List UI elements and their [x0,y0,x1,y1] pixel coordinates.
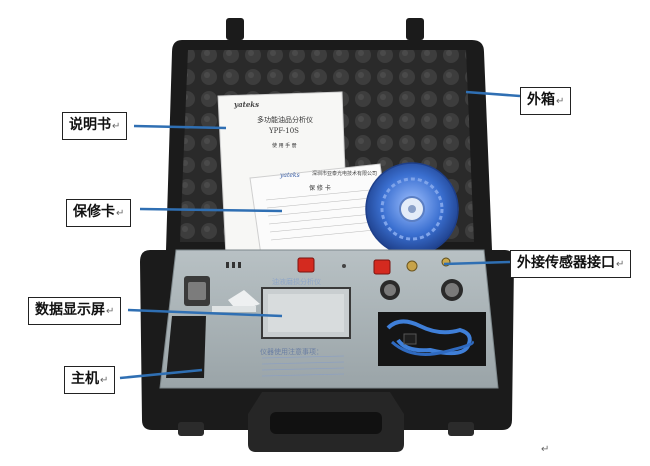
indicator-knob [406,260,418,272]
return-mark: ↵ [100,375,109,386]
callout-sensor-port: 外接传感器接口↵ [510,250,632,278]
front-latch-left [178,422,204,436]
manual-title: 多功能油品分析仪 [257,116,313,124]
callout-manual-text: 说明书 [69,117,111,133]
line-main-unit [119,368,203,380]
callout-lines [119,90,521,380]
lid-latch-right [406,18,424,40]
line-display [127,308,283,318]
panel-notice: 仪器使用注意事项： [260,348,323,356]
callout-display-screen-text: 数据显示屏 [35,302,105,318]
manual-brand: yateks [234,100,260,109]
line-sensor-port [443,260,511,266]
callout-outer-case: 外箱↵ [520,87,572,115]
panel-vents [226,262,241,268]
manual-model: YPF-10S [269,127,299,135]
callout-warranty-card-text: 保修卡 [73,204,115,220]
callout-warranty-card: 保修卡↵ [66,199,132,227]
callout-outer-case-text: 外箱 [527,92,555,108]
return-mark: ↵ [616,259,625,270]
return-mark: ↵ [116,208,125,219]
callout-sensor-port-text: 外接传感器接口 [517,255,615,271]
manual-subtitle: 使 用 手 册 [272,143,297,149]
usb-cable [386,319,472,356]
callout-display-screen: 数据显示屏↵ [28,297,122,325]
line-manual [133,124,227,130]
probe-compartment [166,316,206,378]
panel-title: 油液磨损分析仪 [272,278,321,286]
aux-switch [373,259,391,275]
bottom-return-mark: ↵ [540,444,550,456]
return-mark: ↵ [112,121,121,132]
warranty-brand: yateks [280,172,300,179]
warranty-title: 保 修 卡 [309,185,331,192]
lid-latch-left [226,18,244,40]
return-mark: ↵ [106,306,115,317]
warranty-company: 深圳市亚泰光电技术有限公司 [312,171,378,177]
warranty-card-lines [265,189,376,241]
callout-main-unit-text: 主机 [71,371,99,387]
callout-main-unit: 主机↵ [64,366,116,394]
front-latch-right [448,422,474,436]
line-outer-case [465,90,521,98]
callout-manual: 说明书↵ [62,112,128,140]
return-mark: ↵ [556,96,565,107]
return-mark: ↵ [541,444,550,455]
panel-instruction-lines [261,355,345,377]
power-switch [297,257,315,273]
line-warranty [139,207,283,213]
